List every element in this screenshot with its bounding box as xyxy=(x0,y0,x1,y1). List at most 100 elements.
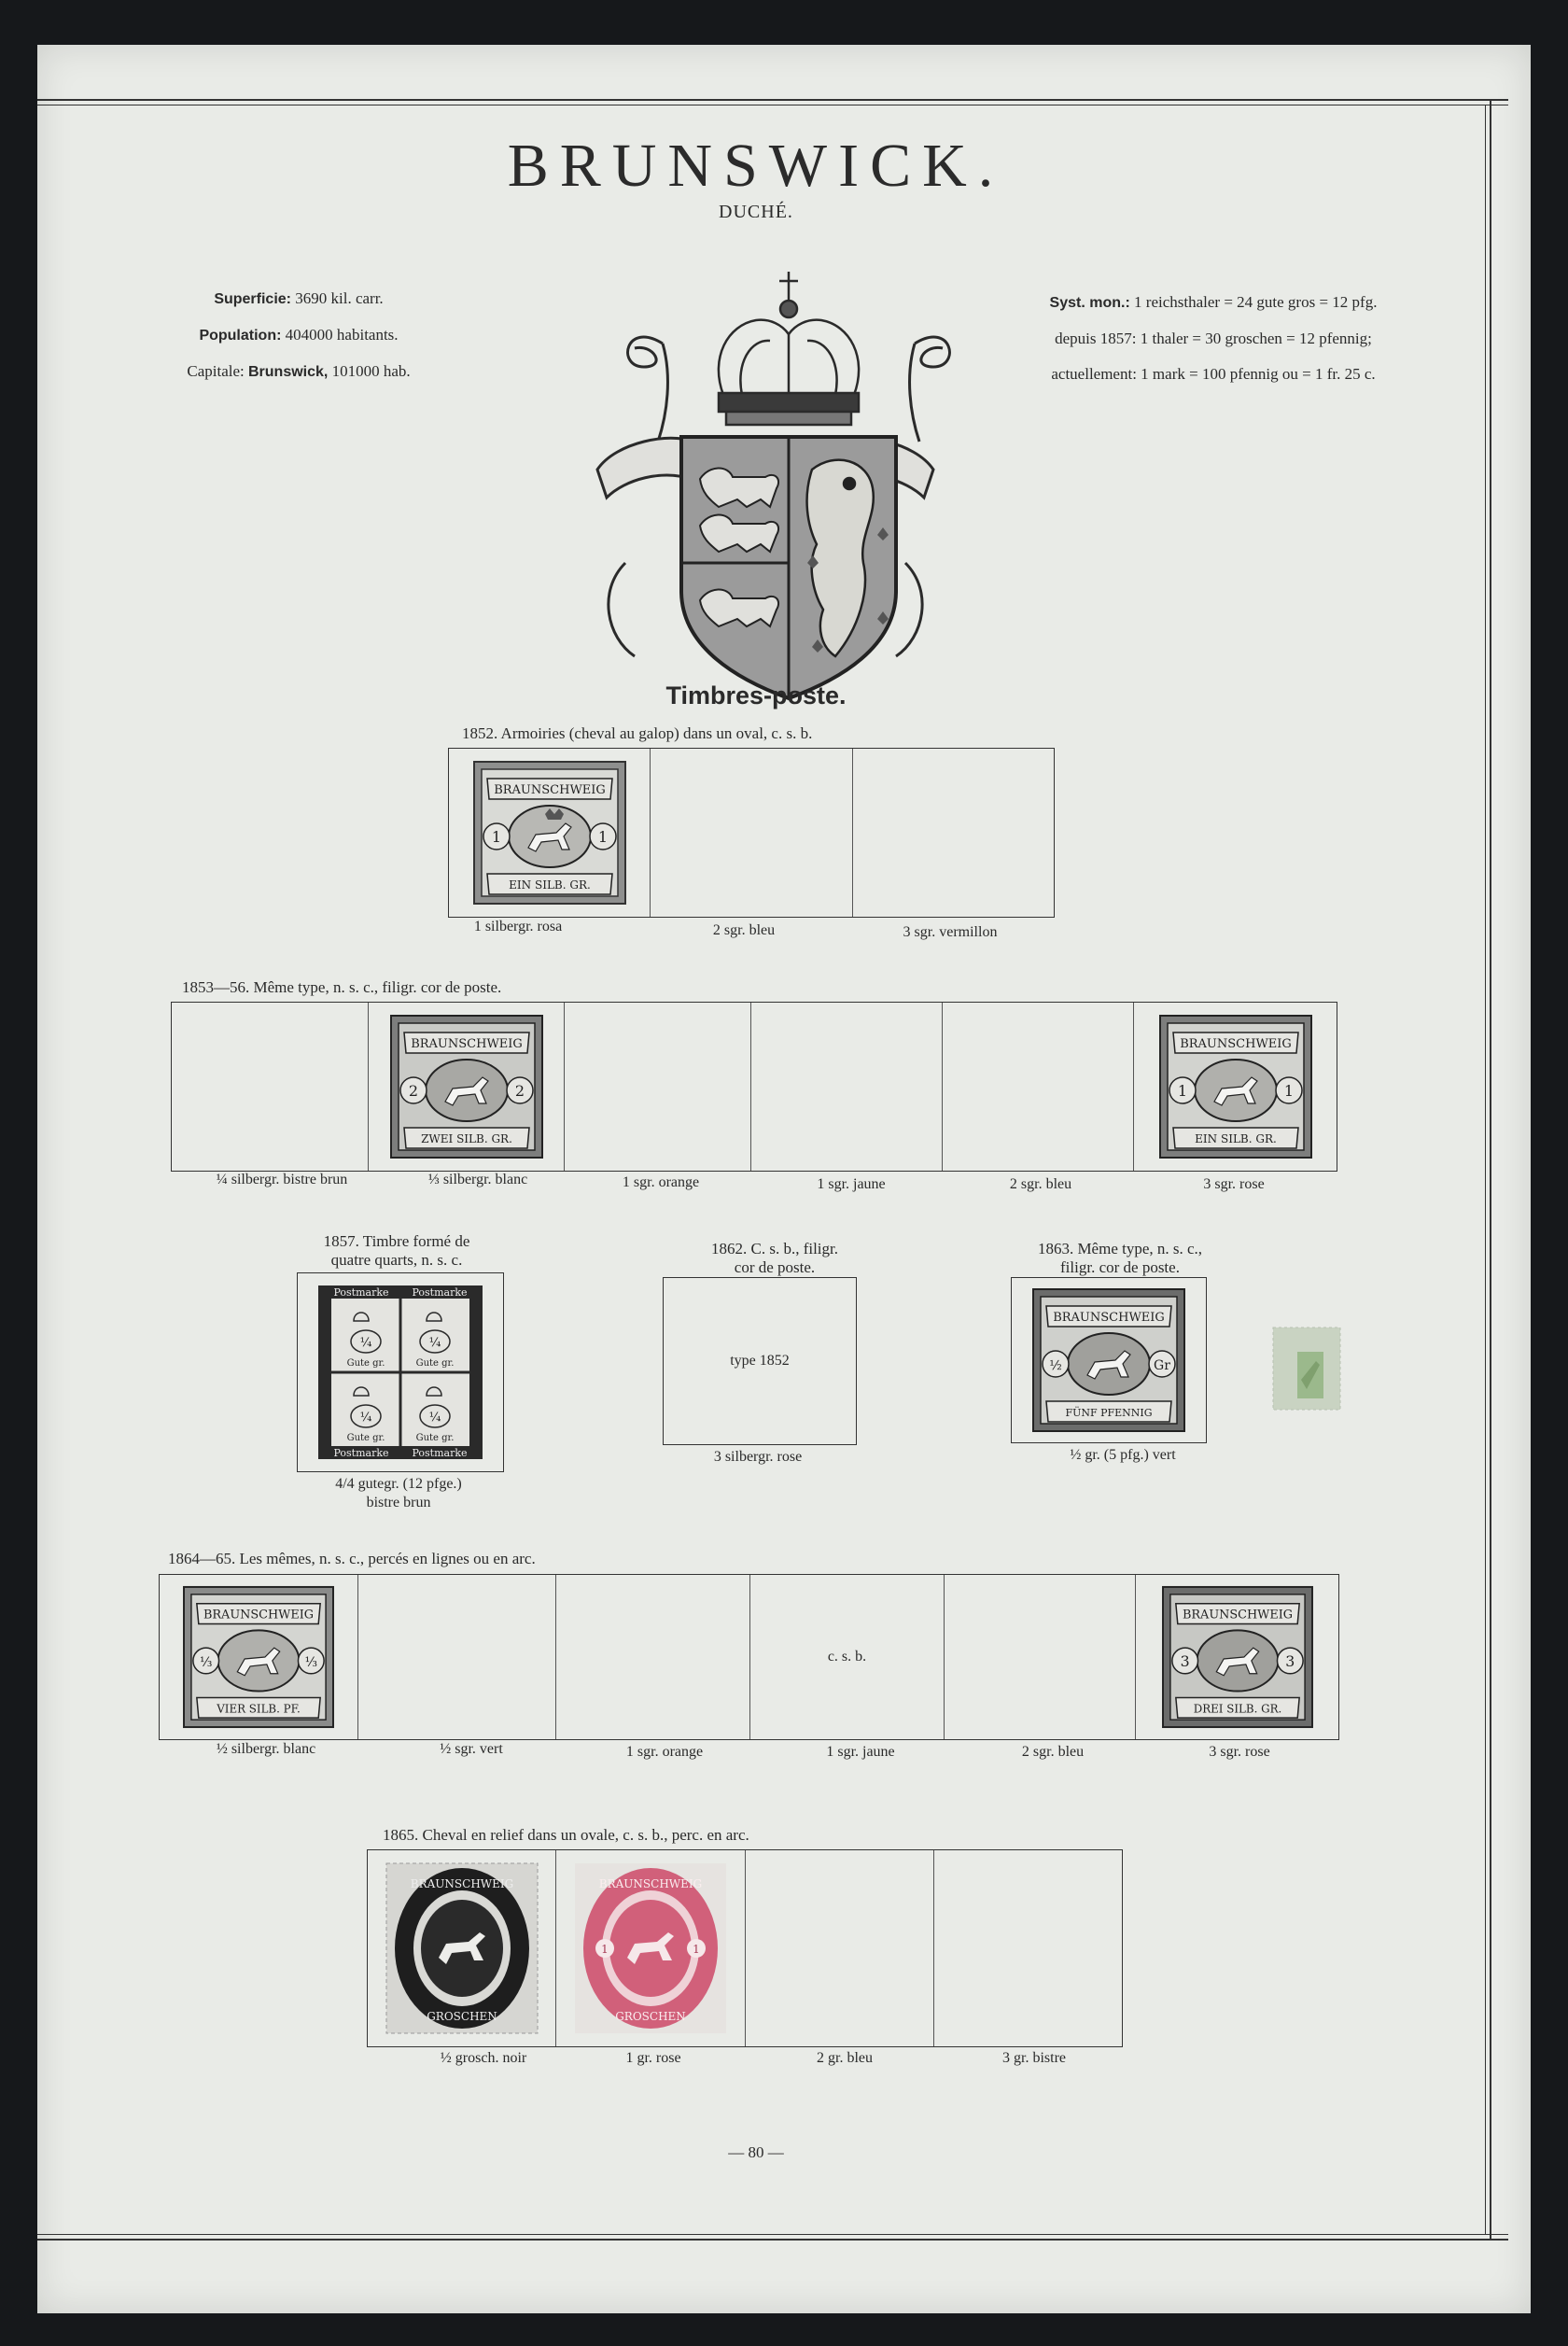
frame-line xyxy=(37,2239,1508,2241)
frame-line xyxy=(37,2234,1508,2235)
page-title: BRUNSWICK. xyxy=(507,132,1005,200)
stamp-slot[interactable] xyxy=(564,1003,750,1171)
stamp-caption: 3 sgr. rose xyxy=(1203,1176,1265,1192)
frame-line xyxy=(1490,99,1491,2241)
slot-note: c. s. b. xyxy=(827,1649,867,1665)
svg-text:BRAUNSCHWEIG: BRAUNSCHWEIG xyxy=(411,1037,523,1051)
svg-text:EIN SILB. GR.: EIN SILB. GR. xyxy=(1195,1132,1277,1145)
issue-heading-1865: 1865. Cheval en relief dans un ovale, c.… xyxy=(383,1826,749,1844)
stamp-row-1853: BRAUNSCHWEIG 2 2 ZWEI SILB. GR. BRAUNSCH… xyxy=(171,1002,1337,1172)
stamp-slot[interactable]: c. s. b. xyxy=(749,1575,944,1739)
stamp-caption: 1 silbergr. rosa xyxy=(473,919,563,934)
section-title: Timbres-poste. xyxy=(665,681,847,709)
stamp-slot[interactable] xyxy=(357,1575,555,1739)
stamp-slot[interactable] xyxy=(944,1575,1135,1739)
svg-text:Gute gr.: Gute gr. xyxy=(347,1433,385,1443)
svg-text:3: 3 xyxy=(1180,1652,1189,1670)
svg-text:Postmarke: Postmarke xyxy=(333,1286,388,1299)
stamp-caption: ½ grosch. noir xyxy=(440,2050,527,2066)
stamp-caption: 2 gr. bleu xyxy=(817,2050,873,2066)
stamp-slot[interactable] xyxy=(744,1850,933,2046)
stamp-row-1864: BRAUNSCHWEIG ⅓ ⅓ VIER SILB. PF. c. s. b. xyxy=(159,1574,1339,1740)
stamp-caption: ½ silbergr. blanc xyxy=(216,1741,316,1757)
issue-heading-1864: 1864—65. Les mêmes, n. s. c., percés en … xyxy=(168,1550,536,1567)
stamp-1852-1sgr: BRAUNSCHWEIG 1 1 EIN SILB. GR. xyxy=(472,761,626,905)
stamp-slot[interactable]: BRAUNSCHWEIG 3 3 DREI SILB. GR. xyxy=(1135,1575,1338,1739)
svg-text:Postmarke: Postmarke xyxy=(333,1447,388,1459)
svg-text:¼: ¼ xyxy=(429,1336,441,1350)
svg-text:Postmarke: Postmarke xyxy=(412,1447,467,1459)
issue-heading-1863: 1863. Même type, n. s. c., filigr. cor d… xyxy=(1037,1240,1203,1276)
stamp-caption: 2 sgr. bleu xyxy=(712,922,776,938)
issue-heading-1857: 1857. Timbre formé de quatre quarts, n. … xyxy=(323,1232,470,1269)
svg-text:¼: ¼ xyxy=(429,1411,441,1425)
stamp-1865-1gr-rose: 1 1 BRAUNSCHWEIG GROSCHEN xyxy=(574,1863,726,2033)
stamp-caption: 3 sgr. rose xyxy=(1209,1744,1270,1760)
stamp-1864-3sgr: BRAUNSCHWEIG 3 3 DREI SILB. GR. xyxy=(1161,1585,1313,1729)
svg-text:FÜNF PFENNIG: FÜNF PFENNIG xyxy=(1065,1406,1152,1419)
svg-text:⅓: ⅓ xyxy=(200,1655,212,1670)
svg-text:DREI SILB. GR.: DREI SILB. GR. xyxy=(1193,1702,1281,1715)
issue-heading-1862: 1862. C. s. b., filigr. cor de poste. xyxy=(710,1240,838,1276)
svg-text:2: 2 xyxy=(408,1082,417,1100)
stamp-text: BRAUNSCHWEIG xyxy=(494,783,606,797)
stamp-slot[interactable]: BRAUNSCHWEIG GROSCHEN xyxy=(368,1850,555,2046)
stamp-slot[interactable]: 1 1 BRAUNSCHWEIG GROSCHEN xyxy=(555,1850,744,2046)
svg-text:Gute gr.: Gute gr. xyxy=(416,1358,455,1369)
stamp-caption: 2 sgr. bleu xyxy=(1009,1176,1072,1192)
stamp-slot[interactable]: BRAUNSCHWEIG 1 1 EIN SILB. GR. xyxy=(1133,1003,1337,1171)
svg-text:GROSCHEN: GROSCHEN xyxy=(615,2010,686,2023)
stamp-slot[interactable]: Postmarke Postmarke Postmarke Postmarke … xyxy=(297,1272,504,1472)
svg-text:1: 1 xyxy=(492,828,501,846)
stamp-slot[interactable] xyxy=(942,1003,1133,1171)
stamp-caption: 4/4 gutegr. (12 pfge.) bistre brun xyxy=(335,1476,462,1510)
stamp-slot[interactable] xyxy=(750,1003,942,1171)
stamp-slot[interactable]: BRAUNSCHWEIG ⅓ ⅓ VIER SILB. PF. xyxy=(160,1575,357,1739)
stamp-slot[interactable]: BRAUNSCHWEIG 1 1 EIN SILB. GR. xyxy=(449,749,650,917)
album-page: BRUNSWICK. DUCHÉ. xyxy=(37,45,1531,2313)
page-number: — 80 — xyxy=(728,2143,784,2161)
svg-text:3: 3 xyxy=(1285,1652,1295,1670)
stamp-caption: 1 sgr. orange xyxy=(625,1744,704,1760)
stamp-caption: 3 sgr. vermillon xyxy=(903,924,998,940)
issue-heading-1852: 1852. Armoiries (cheval au galop) dans u… xyxy=(462,724,813,742)
svg-text:BRAUNSCHWEIG: BRAUNSCHWEIG xyxy=(410,1877,512,1890)
stamp-slot[interactable]: BRAUNSCHWEIG 2 2 ZWEI SILB. GR. xyxy=(368,1003,564,1171)
svg-text:1: 1 xyxy=(1283,1082,1293,1100)
stamp-1853-3sgr: BRAUNSCHWEIG 1 1 EIN SILB. GR. xyxy=(1158,1015,1312,1159)
stamp-caption: 3 silbergr. rose xyxy=(713,1449,803,1465)
svg-text:BRAUNSCHWEIG: BRAUNSCHWEIG xyxy=(1053,1311,1165,1325)
coat-of-arms-icon xyxy=(595,272,951,701)
svg-text:BRAUNSCHWEIG: BRAUNSCHWEIG xyxy=(599,1877,702,1890)
stamp-slot[interactable] xyxy=(851,749,1054,917)
svg-text:1: 1 xyxy=(598,828,608,846)
svg-text:EIN SILB. GR.: EIN SILB. GR. xyxy=(509,878,591,892)
svg-text:¼: ¼ xyxy=(360,1411,372,1425)
svg-text:Gr: Gr xyxy=(1154,1358,1170,1373)
issue-heading-1853: 1853—56. Même type, n. s. c., filigr. co… xyxy=(182,978,502,996)
stamp-1865-half-grosch: BRAUNSCHWEIG GROSCHEN xyxy=(385,1862,539,2034)
info-capital: Capitale: Brunswick, 101000 hab. xyxy=(187,362,411,380)
stamp-caption: 1 sgr. jaune xyxy=(817,1176,886,1192)
svg-text:1: 1 xyxy=(601,1943,609,1956)
stamp-1864-third-sgr: BRAUNSCHWEIG ⅓ ⅓ VIER SILB. PF. xyxy=(183,1585,334,1729)
stamp-slot[interactable]: type 1852 xyxy=(663,1277,857,1445)
stamp-slot[interactable] xyxy=(650,749,851,917)
stamp-slot[interactable] xyxy=(555,1575,749,1739)
info-population: Population: 404000 habitants. xyxy=(199,326,399,344)
country-info: Superficie: 3690 kil. carr. Population: … xyxy=(121,281,476,390)
frame-line xyxy=(37,99,1508,101)
svg-text:⅓: ⅓ xyxy=(305,1655,317,1670)
frame-line xyxy=(1485,105,1486,2235)
stamp-caption: ¼ silbergr. bistre brun xyxy=(216,1172,348,1187)
svg-text:BRAUNSCHWEIG: BRAUNSCHWEIG xyxy=(1180,1037,1292,1051)
svg-text:2: 2 xyxy=(514,1082,524,1100)
svg-text:ZWEI SILB. GR.: ZWEI SILB. GR. xyxy=(421,1132,512,1145)
stamp-slot[interactable]: BRAUNSCHWEIG ½ Gr FÜNF PFENNIG xyxy=(1011,1277,1207,1443)
monetary-system: Syst. mon.: 1 reichsthaler = 24 gute gro… xyxy=(1049,293,1378,383)
svg-text:½: ½ xyxy=(1049,1358,1062,1373)
stamp-slot[interactable] xyxy=(172,1003,368,1171)
stamp-slot[interactable] xyxy=(932,1850,1122,2046)
svg-text:BRAUNSCHWEIG: BRAUNSCHWEIG xyxy=(203,1608,314,1623)
svg-text:1: 1 xyxy=(693,1943,700,1956)
